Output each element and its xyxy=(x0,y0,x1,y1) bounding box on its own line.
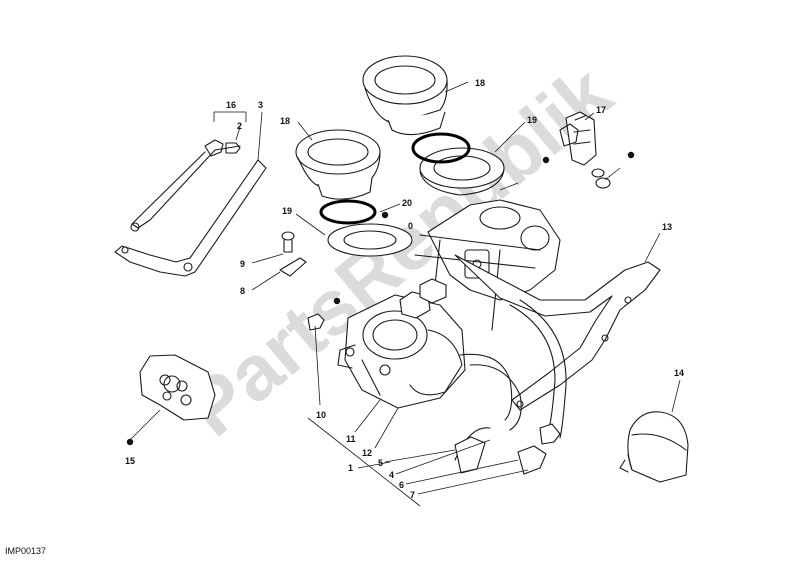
callout-14: 14 xyxy=(674,368,684,378)
callout-4: 4 xyxy=(389,470,394,480)
callout-20: 20 xyxy=(402,198,412,208)
leader-lines xyxy=(129,81,681,507)
callout-19-lower: 19 xyxy=(282,206,292,216)
sensor-17 xyxy=(559,111,611,189)
callout-7: 7 xyxy=(410,490,415,500)
spacer-ring-upper xyxy=(419,147,505,196)
callout-18-front: 18 xyxy=(280,116,290,126)
throttle-body-manifold xyxy=(337,199,661,475)
o-ring-upper xyxy=(411,132,471,164)
spacer-ring-lower xyxy=(327,223,413,257)
callout-0: 0 xyxy=(408,221,413,231)
callout-15: 15 xyxy=(125,456,135,466)
linkage-rod-assembly xyxy=(130,139,241,232)
bullet-dot-19 xyxy=(542,156,550,164)
gasket-plate-15 xyxy=(139,354,216,421)
callout-17: 17 xyxy=(596,105,606,115)
callout-12: 12 xyxy=(362,448,372,458)
intake-funnel-rear xyxy=(362,55,448,136)
callout-1: 1 xyxy=(348,463,353,473)
cover-14 xyxy=(619,411,689,483)
reference-code: IMP00137 xyxy=(5,546,47,556)
screw-9 xyxy=(281,231,295,253)
callout-19-upper: 19 xyxy=(527,115,537,125)
callout-13: 13 xyxy=(662,222,672,232)
callout-18-rear: 18 xyxy=(475,78,485,88)
o-ring-lower xyxy=(319,199,377,225)
callout-16: 16 xyxy=(226,100,236,110)
callout-5: 5 xyxy=(378,458,383,468)
throttle-bracket xyxy=(114,159,267,277)
callout-10: 10 xyxy=(316,410,326,420)
callout-3: 3 xyxy=(258,100,263,110)
intake-funnel-front xyxy=(295,129,381,200)
bullet-dot-17 xyxy=(627,151,635,159)
fitting-10 xyxy=(307,313,325,331)
callout-labels: 16 2 3 18 18 19 17 20 0 19 9 8 13 14 10 … xyxy=(125,78,684,500)
clip-8 xyxy=(279,257,307,277)
bullet-dot-throttle xyxy=(333,297,341,305)
callout-6: 6 xyxy=(399,480,404,490)
callout-2: 2 xyxy=(237,121,242,131)
callout-8: 8 xyxy=(240,286,245,296)
bullet-dot-15 xyxy=(126,438,134,446)
bullet-dot-20 xyxy=(381,211,389,219)
callout-9: 9 xyxy=(240,259,245,269)
callout-11: 11 xyxy=(346,434,356,444)
